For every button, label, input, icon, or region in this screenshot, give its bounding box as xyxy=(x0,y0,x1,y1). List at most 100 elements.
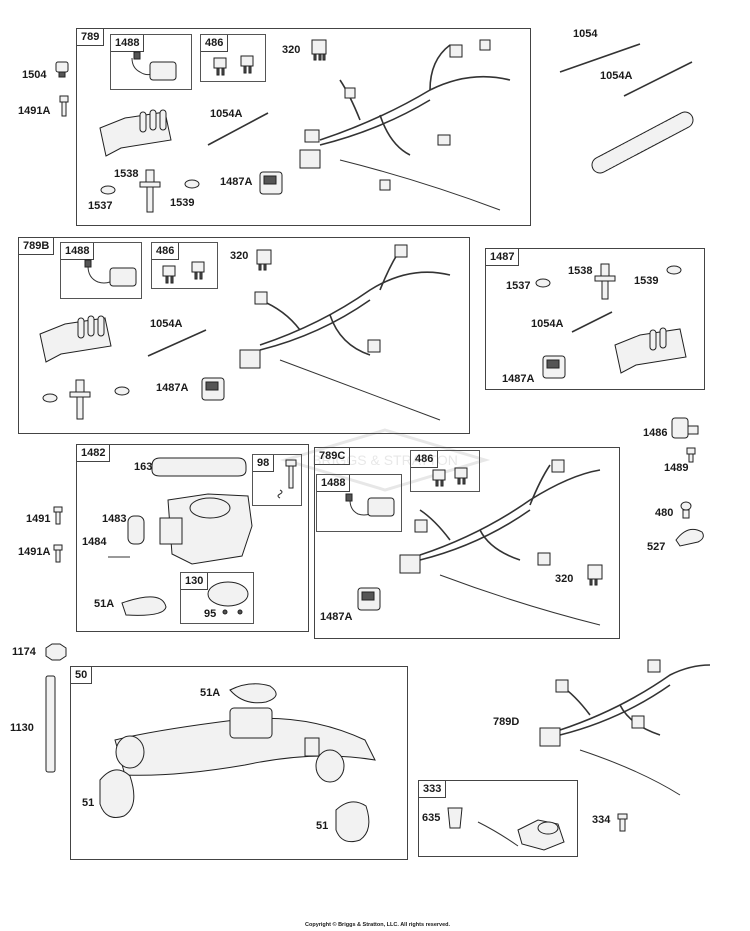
label-1054A-b: 1054A xyxy=(600,70,633,82)
cable-tie-icon-b xyxy=(147,329,207,357)
part-1489-icon xyxy=(686,447,696,463)
subgroup-486-box: 486 xyxy=(200,34,266,82)
label-1054A-d: 1054A xyxy=(531,318,564,330)
washer-1539-icon xyxy=(184,179,200,189)
group-1487-tag: 1487 xyxy=(486,249,520,266)
label-334: 334 xyxy=(592,814,611,826)
gasket-51-icon-b xyxy=(335,801,370,843)
harness-789D-icon xyxy=(539,659,711,796)
label-1537-c: 1537 xyxy=(506,280,531,292)
subgroup-486-tag-c: 486 xyxy=(411,451,439,468)
label-789D: 789D xyxy=(493,716,520,728)
label-320: 320 xyxy=(282,44,301,56)
label-1174: 1174 xyxy=(12,646,36,658)
harness-789C-icon xyxy=(399,459,601,626)
fuses-486-icon-c xyxy=(432,467,468,487)
nut-icon-b xyxy=(42,393,58,403)
conduit-icon xyxy=(591,111,694,174)
label-1054: 1054 xyxy=(573,28,598,40)
label-1484: 1484 xyxy=(82,536,107,548)
relay-320-icon xyxy=(311,39,327,61)
subgroup-486-box-b: 486 xyxy=(151,242,218,289)
manifold-50-icon xyxy=(114,707,376,783)
connector-1487A-icon xyxy=(259,171,283,195)
rod-1130-icon xyxy=(45,675,56,773)
subgroup-486-tag-b: 486 xyxy=(152,243,180,260)
sensor-1488-icon-c xyxy=(345,493,395,517)
relay-320-icon-c xyxy=(587,564,603,586)
washer-icon-b xyxy=(114,386,130,396)
label-1491A-b: 1491A xyxy=(18,546,51,558)
stud-icon-b xyxy=(69,379,91,420)
label-163: 163 xyxy=(134,461,153,473)
part-95-icon xyxy=(222,609,228,615)
watermark-logo: BRIGGS & STRATTON xyxy=(279,428,491,492)
screw-1491A-icon-b xyxy=(53,544,63,563)
label-51: 51 xyxy=(82,797,95,809)
part-480-icon xyxy=(680,501,692,519)
label-320-c: 320 xyxy=(555,573,574,585)
connector-1487A-icon-d xyxy=(357,587,381,611)
label-1539-c: 1539 xyxy=(634,275,659,287)
label-1504: 1504 xyxy=(22,69,47,81)
throttle-body-1483-icon xyxy=(159,493,253,565)
sensor-1488-icon-b xyxy=(84,259,137,287)
label-1486: 1486 xyxy=(643,427,668,439)
subgroup-1488-box-b: 1488 xyxy=(60,242,142,299)
group-789C-tag: 789C xyxy=(315,448,351,465)
copyright-footer: Copyright © Briggs & Stratton, LLC. All … xyxy=(305,922,451,928)
subgroup-130-tag: 130 xyxy=(181,573,209,590)
fuses-486-icon-b xyxy=(162,261,205,284)
screw-334-icon xyxy=(617,813,628,832)
connector-1487A-icon-c xyxy=(542,355,566,379)
clamp-527-icon xyxy=(675,528,704,547)
nut-1537-icon-c xyxy=(535,278,551,288)
cable-tie-icon xyxy=(207,112,269,146)
part-1484-icon xyxy=(127,515,145,545)
stud-1538-icon-c xyxy=(594,263,616,300)
subgroup-1488-tag: 1488 xyxy=(111,35,145,52)
label-51-b: 51 xyxy=(316,820,329,832)
cable-tie-1054-icon xyxy=(559,43,641,73)
label-51A-b: 51A xyxy=(200,687,221,699)
label-1489: 1489 xyxy=(664,462,689,474)
subgroup-98-tag: 98 xyxy=(253,455,275,472)
group-789-tag: 789 xyxy=(77,29,105,46)
label-1487A: 1487A xyxy=(220,176,253,188)
fuses-486-icon xyxy=(213,55,254,76)
screw-1491-icon xyxy=(53,506,63,525)
sensor-1486-icon xyxy=(671,417,699,439)
nut-1174-icon xyxy=(45,643,67,661)
gasket-51A-icon-b xyxy=(229,683,277,704)
label-320-b: 320 xyxy=(230,250,249,262)
label-1538-c: 1538 xyxy=(568,265,593,277)
screw-kit-98-icon xyxy=(277,459,297,499)
part-1491A-screw-icon xyxy=(59,95,69,117)
part-1504-plug-icon xyxy=(55,61,69,78)
group-333-tag: 333 xyxy=(419,781,447,798)
label-527: 527 xyxy=(647,541,666,553)
label-1537: 1537 xyxy=(88,200,113,212)
sensor-1488-icon xyxy=(131,51,177,81)
label-480: 480 xyxy=(655,507,674,519)
label-51A: 51A xyxy=(94,598,115,610)
label-1054A-c: 1054A xyxy=(150,318,183,330)
label-95: 95 xyxy=(204,608,217,620)
cable-tie-1054A-icon xyxy=(623,61,693,97)
label-1487A-c: 1487A xyxy=(502,373,535,385)
label-1539: 1539 xyxy=(170,197,195,209)
throttle-333-icon xyxy=(477,819,565,851)
harness-789-icon xyxy=(299,39,511,211)
gasket-51A-icon xyxy=(121,596,167,616)
cable-tie-icon-c xyxy=(571,311,613,333)
label-1487A-b: 1487A xyxy=(156,382,189,394)
plate-130-icon xyxy=(207,581,249,607)
connector-1487A-icon-b xyxy=(201,377,225,401)
harness-789B-icon xyxy=(239,244,451,421)
washer-1539-icon-c xyxy=(666,265,682,275)
subgroup-1488-tag-b: 1488 xyxy=(61,243,95,260)
part-95-icon-b xyxy=(237,609,243,615)
nut-1537-icon xyxy=(100,185,116,195)
subgroup-486-tag: 486 xyxy=(201,35,229,52)
group-50-tag: 50 xyxy=(71,667,93,684)
